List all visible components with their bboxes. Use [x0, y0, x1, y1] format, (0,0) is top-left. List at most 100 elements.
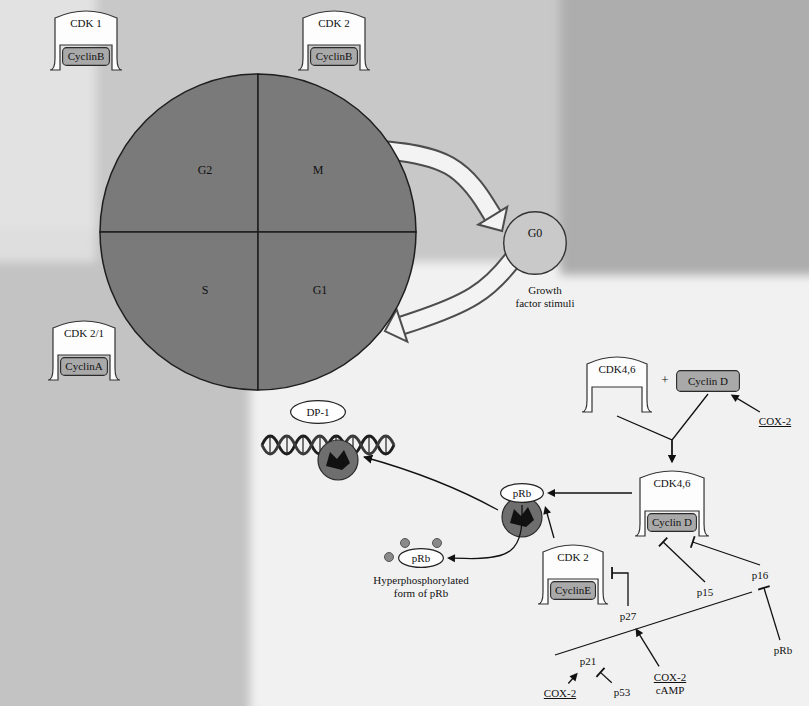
ellipse-outline [399, 549, 444, 568]
cup-outline [635, 471, 709, 536]
factor-label: COX-2 [540, 685, 580, 701]
node-text: p27 [620, 610, 637, 623]
cyclin-box: CyclinA [60, 357, 108, 376]
arrow-head [569, 673, 577, 682]
factor-label: COX-2 [755, 413, 795, 429]
text-area: CyclinE [550, 581, 596, 600]
release-arrow [447, 505, 522, 562]
text-area: DP-1 [290, 400, 346, 424]
cup-outline [48, 321, 120, 380]
node-text: COX-2 [544, 687, 576, 700]
phosphorylation-arrow [547, 489, 632, 497]
node-shape [258, 74, 416, 232]
node-text: G1 [313, 284, 328, 297]
g0-circle: G0 [503, 211, 567, 275]
cyclin-box: Cyclin D [647, 513, 697, 532]
induction-arrow [568, 673, 577, 684]
cyclin-box: CyclinB [310, 47, 358, 66]
text-area: CDK 2 [298, 15, 370, 32]
cyclin-box: Cyclin D [676, 370, 740, 392]
node-text: p16 [752, 569, 769, 582]
node-text: Cyclin D [652, 516, 692, 529]
cup-outline [50, 11, 122, 70]
activation-arrow [731, 395, 760, 412]
protein-label: pRb [771, 642, 795, 658]
text-area: COX-2 [755, 413, 795, 429]
inhibition-line [758, 586, 780, 640]
circle-outline [504, 212, 567, 275]
text-area: Cyclin D [676, 370, 740, 392]
inhibition-bar [596, 668, 604, 677]
connector-line [693, 542, 760, 565]
protein-label: p53 [611, 684, 633, 700]
phosphate-dot [385, 553, 394, 562]
node-text: G2 [198, 164, 213, 177]
inhibition-bar [691, 536, 695, 547]
quadrant-outline [258, 232, 416, 390]
phosphate-dot [401, 539, 410, 548]
arrow-head [636, 628, 644, 637]
node-text: CyclinA [65, 360, 102, 373]
text-area: S [185, 280, 225, 300]
binding-arrow [364, 457, 498, 510]
connector-line [764, 588, 780, 640]
text-area: p27 [617, 608, 639, 624]
induction-arrow [636, 628, 659, 666]
text-area: pRb [771, 642, 795, 658]
node-text: p53 [614, 686, 631, 699]
node-text: CDK4,6 [599, 363, 636, 376]
box-outline [551, 582, 596, 600]
inhibition-line [612, 567, 628, 606]
node-text: Cyclin D [688, 375, 728, 388]
arrow-head [478, 207, 507, 231]
node-text: COX-2 [654, 671, 686, 684]
cup-outline [538, 545, 608, 604]
assembly-arrow [617, 416, 676, 463]
connector-line [547, 512, 554, 538]
node-text: CDK4,6 [654, 477, 691, 490]
assembly-arrow [668, 394, 708, 463]
text-area: p53 [611, 684, 633, 700]
node-shape [100, 74, 258, 232]
inhibition-line [691, 536, 760, 565]
protein-ellipse: DP-1 [290, 400, 346, 424]
connector-line [663, 542, 705, 582]
phase-quadrant: S [100, 232, 258, 390]
inhibitor-label: p27 [617, 608, 639, 624]
node-shape [258, 232, 416, 390]
node-text: COX-2 [759, 415, 791, 428]
node-shape [100, 232, 258, 390]
node-text: G0 [528, 227, 543, 240]
text-area: CyclinB [62, 47, 110, 66]
connector-line [453, 505, 522, 559]
box-outline [648, 514, 697, 532]
connector-line [639, 633, 659, 666]
cup-outline [582, 357, 652, 412]
node-text: CDK 1 [70, 17, 101, 30]
text-area: p15 [694, 584, 716, 600]
node-text: pRb [412, 552, 430, 565]
node-shape [582, 352, 652, 414]
connector-line [617, 416, 672, 457]
box-outline [63, 48, 110, 66]
ring-core [326, 450, 350, 470]
text-area: COX-2cAMP [648, 668, 692, 700]
protein-ring [318, 440, 358, 480]
text-area: CDK 1 [50, 15, 122, 32]
cdk-cup: CDK 1 CyclinB [50, 6, 122, 72]
text-area: G1 [300, 280, 340, 300]
text-area: CDK 2 [538, 549, 608, 566]
arrow-band [401, 253, 518, 326]
text-area: p16 [749, 567, 771, 583]
node-shape [503, 211, 567, 275]
connector-line [612, 573, 628, 606]
box-outline [61, 358, 108, 376]
node-text: CyclinB [316, 50, 353, 63]
connector-line [553, 492, 632, 493]
text-area: COX-2 [540, 685, 580, 701]
cdk-cup: CDK4,6 [582, 352, 652, 414]
